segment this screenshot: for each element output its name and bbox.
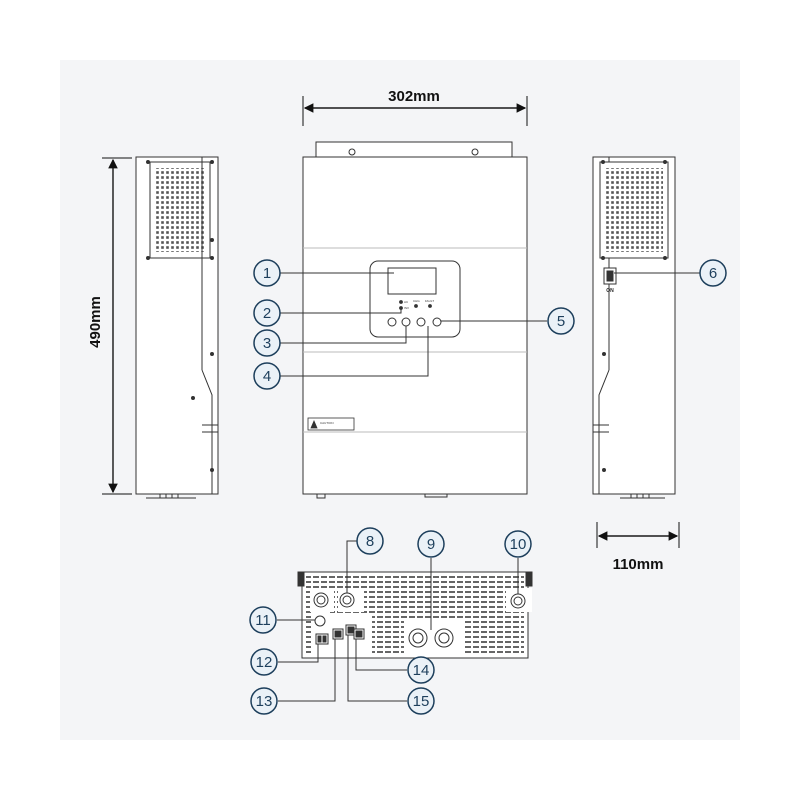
depth-dimension: 110mm <box>596 522 680 573</box>
callout-number: 10 <box>510 536 527 553</box>
led-chg-label: CHG <box>413 299 420 303</box>
callout-leaders <box>277 272 700 702</box>
callout-6: 6 <box>699 259 727 287</box>
power-switch-on-label: ON <box>606 288 614 294</box>
left-side-view <box>135 156 219 499</box>
width-dimension: 302mm <box>302 88 528 126</box>
height-label: 490mm <box>87 296 104 348</box>
callout-number: 4 <box>263 368 271 385</box>
callout-2: 2 <box>253 299 281 327</box>
callout-number: 12 <box>256 654 273 671</box>
front-display-panel <box>369 260 461 338</box>
led-ac-label: AC <box>404 300 409 304</box>
callout-number: 15 <box>413 693 430 710</box>
callout-number: 14 <box>413 662 430 679</box>
callout-number: 6 <box>709 265 717 282</box>
callout-13: 13 <box>250 687 278 715</box>
callout-4: 4 <box>253 362 281 390</box>
led-inv-label: INV <box>404 306 409 310</box>
callout-12: 12 <box>250 648 278 676</box>
callout-number: 11 <box>255 612 271 629</box>
callout-number: 13 <box>256 693 273 710</box>
callout-number: 9 <box>427 536 435 553</box>
callout-5: 5 <box>547 307 575 335</box>
callout-10: 10 <box>504 530 532 558</box>
callout-3: 3 <box>253 329 281 357</box>
callout-1: 1 <box>253 259 281 287</box>
led-fault-label: FAULT <box>425 299 434 303</box>
callout-14: 14 <box>407 656 435 684</box>
bottom-view <box>297 571 533 659</box>
callout-11: 11 <box>249 606 277 634</box>
right-side-view <box>592 156 676 499</box>
callout-15: 15 <box>407 687 435 715</box>
callout-number: 1 <box>263 265 271 282</box>
callout-number: 2 <box>263 305 271 322</box>
callout-number: 8 <box>366 533 374 550</box>
height-dimension: 490mm <box>87 157 132 495</box>
callout-8: 8 <box>356 527 384 555</box>
caution-sticker <box>307 417 355 431</box>
callout-number: 5 <box>557 313 565 330</box>
caution-label: CAUTION <box>320 421 334 425</box>
callout-number: 3 <box>263 335 271 352</box>
callout-9: 9 <box>417 530 445 558</box>
width-label: 302mm <box>388 88 440 105</box>
depth-label: 110mm <box>613 556 664 573</box>
